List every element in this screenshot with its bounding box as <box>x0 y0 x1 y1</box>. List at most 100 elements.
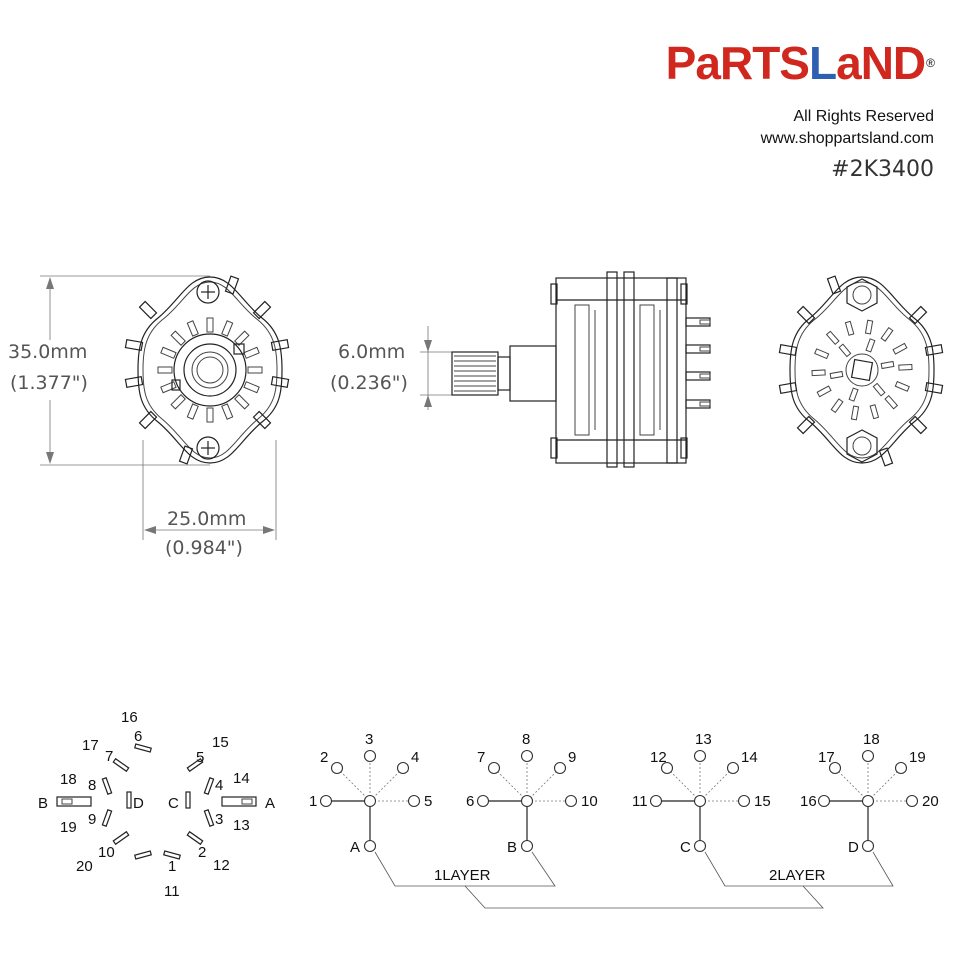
throw-contact <box>564 794 578 808</box>
throw-contact <box>407 794 421 808</box>
brand-letter: N <box>860 37 894 89</box>
layer1-label: 1LAYER <box>434 867 491 884</box>
common-contact <box>520 839 534 853</box>
throw-contact <box>726 761 740 775</box>
throw-label: 7 <box>477 749 485 766</box>
throw-contact <box>363 749 377 763</box>
registered-mark: ® <box>926 56 935 70</box>
website-text[interactable]: www.shoppartsland.com <box>760 130 934 147</box>
side-view: 6.0mm (0.236") <box>330 271 711 468</box>
front-view: 35.0mm (1.377") 25.0mm (0.984") <box>8 275 290 559</box>
rotor-center <box>861 794 875 808</box>
throw-label: 6 <box>466 793 474 810</box>
common-contact <box>363 839 377 853</box>
common-label: B <box>507 839 517 856</box>
throw-contact <box>660 761 674 775</box>
brand-letter: R <box>719 37 753 89</box>
pin-layout: 16 17 6 7 18 8 B D 19 9 20 10 15 5 4 14 … <box>38 709 275 900</box>
common-contact <box>861 839 875 853</box>
throw-label: 1 <box>309 793 317 810</box>
throw-label: 2 <box>320 749 328 766</box>
pin-7: 7 <box>105 748 113 765</box>
shaft-mm-label: 6.0mm <box>338 341 405 363</box>
throw-contact <box>330 761 344 775</box>
pin-4: 4 <box>215 777 223 794</box>
height-in-label: (1.377") <box>10 372 88 394</box>
pin-3: 3 <box>215 811 223 828</box>
throw-label: 18 <box>863 731 880 748</box>
throw-label: 10 <box>581 793 598 810</box>
rights-text: All Rights Reserved <box>793 108 935 125</box>
throw-label: 3 <box>365 731 373 748</box>
common-label: D <box>848 839 859 856</box>
throw-contact <box>693 749 707 763</box>
throw-contact <box>487 761 501 775</box>
throw-contact <box>520 749 534 763</box>
pin-13: 13 <box>233 817 250 834</box>
pin-B: B <box>38 795 48 812</box>
throw-contact <box>861 749 875 763</box>
throw-label: 17 <box>818 749 835 766</box>
pin-D: D <box>133 795 144 812</box>
brand-logo: PaRTSLaND® <box>665 37 935 89</box>
brand-letter: P <box>665 37 697 89</box>
throw-label: 19 <box>909 749 926 766</box>
rear-view <box>778 275 944 467</box>
pin-16: 16 <box>121 709 138 726</box>
throw-label: 9 <box>568 749 576 766</box>
pin-A: A <box>265 795 275 812</box>
throw-label: 12 <box>650 749 667 766</box>
brand-letter: a <box>836 37 862 89</box>
width-mm-label: 25.0mm <box>167 508 246 530</box>
throw-label: 13 <box>695 731 712 748</box>
throw-contact <box>894 761 908 775</box>
pin-18: 18 <box>60 771 77 788</box>
rotor-center <box>363 794 377 808</box>
part-number: #2K3400 <box>831 157 934 182</box>
pin-6: 6 <box>134 728 142 745</box>
throw-contact <box>319 794 333 808</box>
rotor-center <box>520 794 534 808</box>
throw-contact <box>649 794 663 808</box>
common-label: C <box>680 839 691 856</box>
pole-A: 1 2 3 4 5A <box>309 731 432 856</box>
pin-20: 20 <box>76 858 93 875</box>
pin-9: 9 <box>88 811 96 828</box>
throw-contact <box>553 761 567 775</box>
pin-2: 2 <box>198 844 206 861</box>
pin-15: 15 <box>212 734 229 751</box>
shaft-in-label: (0.236") <box>330 372 408 394</box>
pin-1: 1 <box>168 858 176 875</box>
brand-letter: S <box>779 37 810 89</box>
throw-label: 16 <box>800 793 817 810</box>
throw-label: 4 <box>411 749 419 766</box>
brand-letter: L <box>808 37 837 89</box>
pin-10: 10 <box>98 844 115 861</box>
pin-C: C <box>168 795 179 812</box>
layer2-label: 2LAYER <box>769 867 826 884</box>
pin-5: 5 <box>196 749 204 766</box>
pin-12: 12 <box>213 857 230 874</box>
rotor-center <box>693 794 707 808</box>
throw-contact <box>905 794 919 808</box>
throw-label: 5 <box>424 793 432 810</box>
throw-label: 11 <box>632 793 648 810</box>
brand-letter: a <box>695 37 721 89</box>
pin-17: 17 <box>82 737 99 754</box>
pin-19: 19 <box>60 819 77 836</box>
throw-contact <box>828 761 842 775</box>
throw-contact <box>396 761 410 775</box>
throw-label: 15 <box>754 793 771 810</box>
pin-11: 11 <box>164 883 180 900</box>
common-label: A <box>350 839 360 856</box>
pin-8: 8 <box>88 777 96 794</box>
throw-contact <box>476 794 490 808</box>
throw-contact <box>817 794 831 808</box>
brand-letter: T <box>752 37 780 89</box>
height-mm-label: 35.0mm <box>8 341 87 363</box>
